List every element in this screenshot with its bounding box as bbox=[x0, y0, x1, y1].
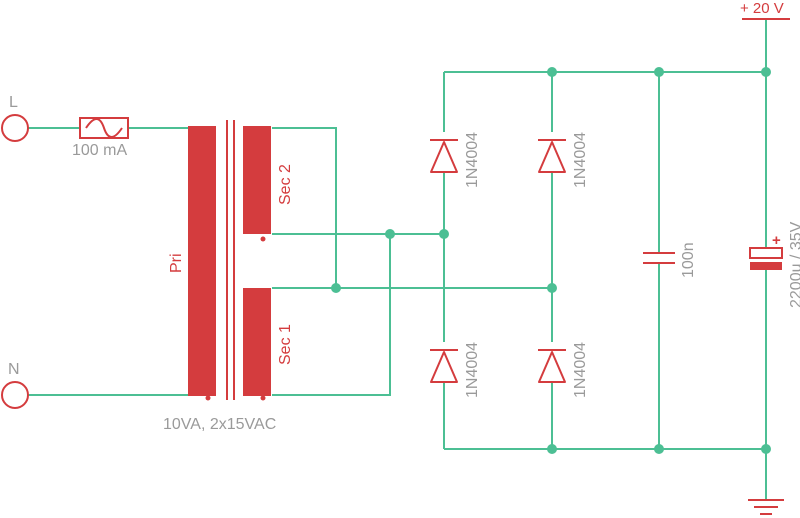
diode-d2-label: 1N4004 bbox=[572, 132, 589, 188]
junction-bottom-bridge bbox=[547, 444, 557, 454]
primary-winding bbox=[188, 126, 216, 396]
junction-top-cap bbox=[654, 67, 664, 77]
input-line-terminal: L bbox=[1, 94, 29, 142]
diode-d4-label: 1N4004 bbox=[572, 342, 589, 398]
junction-top-elco bbox=[761, 67, 771, 77]
junction-bridge-left bbox=[439, 229, 449, 239]
secondary2-winding bbox=[243, 126, 271, 234]
fuse-label: 100 mA bbox=[72, 142, 127, 159]
diode-d1-icon bbox=[430, 141, 458, 173]
junction-sec-node-b bbox=[331, 283, 341, 293]
wire-sec1-bottom bbox=[272, 234, 391, 396]
junction-bottom-elco bbox=[761, 444, 771, 454]
fuse-wire-icon bbox=[85, 118, 123, 138]
secondary1-winding bbox=[243, 288, 271, 396]
diode-d2-icon bbox=[538, 141, 566, 173]
elco-negative-plate-icon bbox=[750, 262, 782, 270]
transformer: Pri Sec 2 Sec 1 10VA, 2x15VAC bbox=[163, 120, 294, 433]
junction-bottom-cap bbox=[654, 444, 664, 454]
capacitor-label: 100n bbox=[680, 242, 697, 278]
diode-d3-label: 1N4004 bbox=[464, 342, 481, 398]
capacitor-100n: 100n bbox=[643, 242, 697, 278]
secondary2-label: Sec 2 bbox=[277, 164, 294, 205]
diode-d4-icon bbox=[538, 351, 566, 383]
junction-bridge-right bbox=[547, 283, 557, 293]
diode-d3-icon bbox=[430, 351, 458, 383]
wires bbox=[28, 18, 767, 500]
primary-dot-icon bbox=[205, 395, 211, 401]
terminal-n-label: N bbox=[8, 361, 20, 378]
output-voltage-label: + 20 V bbox=[740, 0, 784, 17]
sec1-dot-icon bbox=[260, 395, 266, 401]
fuse-body-icon bbox=[79, 117, 129, 139]
secondary1-label: Sec 1 bbox=[277, 324, 294, 365]
diode-d1: 1N4004 bbox=[430, 132, 481, 188]
wire-sec2-top bbox=[272, 127, 337, 288]
diode-d3: 1N4004 bbox=[430, 342, 481, 398]
diode-d4: 1N4004 bbox=[538, 342, 589, 398]
terminal-l-icon bbox=[1, 114, 29, 142]
terminal-n-icon bbox=[1, 381, 29, 409]
junction-sec-node-a bbox=[385, 229, 395, 239]
ground-symbol bbox=[748, 499, 784, 515]
elco-positive-plate-icon bbox=[749, 247, 783, 259]
elco-label: 2200u / 35V bbox=[788, 221, 800, 308]
sec2-dot-icon bbox=[260, 236, 266, 242]
transformer-rating-label: 10VA, 2x15VAC bbox=[163, 416, 276, 433]
fuse: 100 mA bbox=[72, 117, 129, 159]
input-neutral-terminal: N bbox=[1, 361, 29, 409]
terminal-l-label: L bbox=[9, 94, 18, 111]
diode-d2: 1N4004 bbox=[538, 132, 589, 188]
output-rail: + 20 V bbox=[740, 0, 790, 20]
junctions bbox=[331, 67, 771, 454]
junction-top-bridge bbox=[547, 67, 557, 77]
primary-label: Pri bbox=[168, 253, 185, 273]
elco-polarity-label: + bbox=[772, 232, 781, 249]
electrolytic-capacitor: + 2200u / 35V bbox=[749, 221, 800, 308]
diode-d1-label: 1N4004 bbox=[464, 132, 481, 188]
